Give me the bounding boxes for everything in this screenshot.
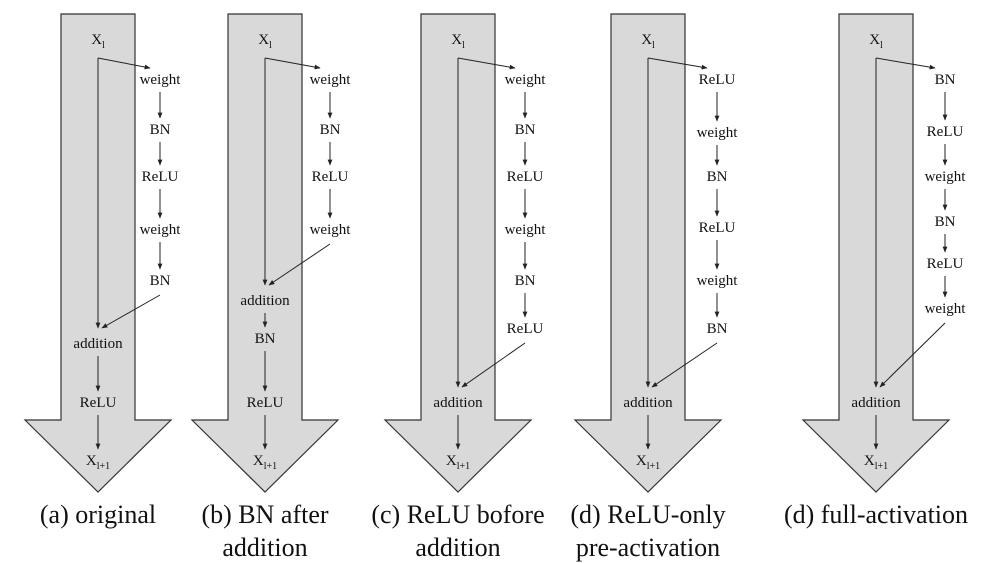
panel-e: XlBNReLUweightBNReLUweightadditionXl+1(d… bbox=[784, 13, 968, 529]
output-label: Xl+1 bbox=[636, 453, 660, 472]
output-label: Xl+1 bbox=[86, 453, 110, 472]
input-label-subscript: l bbox=[102, 40, 105, 51]
trunk-node-1: addition bbox=[73, 336, 123, 352]
branch-entry-arrow bbox=[264, 57, 321, 70]
branch-node-3: ReLU bbox=[507, 169, 544, 185]
input-label-subscript: l bbox=[462, 40, 465, 51]
input-label: Xl bbox=[258, 32, 272, 51]
branch-node-2: BN bbox=[150, 122, 171, 138]
trunk-node-1: addition bbox=[240, 293, 290, 309]
output-label-main: X bbox=[253, 453, 264, 469]
branch-node-2: ReLU bbox=[927, 124, 964, 140]
branch-merge-arrow bbox=[101, 294, 161, 329]
output-label-subscript: l+1 bbox=[647, 461, 660, 472]
branch-node-2: weight bbox=[697, 125, 739, 141]
branch-entry-arrow bbox=[647, 57, 708, 70]
input-label-subscript: l bbox=[652, 40, 655, 51]
branch-entry-arrow bbox=[875, 57, 936, 70]
branch-node-6: ReLU bbox=[507, 321, 544, 337]
output-label-main: X bbox=[636, 453, 647, 469]
branch-node-4: weight bbox=[310, 222, 352, 238]
branch-node-4: ReLU bbox=[699, 220, 736, 236]
branch-merge-arrow bbox=[879, 322, 946, 388]
branch-node-6: weight bbox=[925, 301, 967, 317]
caption-line-2: addition bbox=[222, 533, 307, 562]
output-label-main: X bbox=[446, 453, 457, 469]
caption-line-1: (d) ReLU-only bbox=[570, 500, 725, 529]
input-label-main: X bbox=[91, 32, 102, 48]
branch-node-1: weight bbox=[505, 72, 547, 88]
branch-node-1: ReLU bbox=[699, 72, 736, 88]
caption-line-1: (a) original bbox=[40, 500, 156, 529]
output-label-subscript: l+1 bbox=[264, 461, 277, 472]
branch-node-2: BN bbox=[515, 122, 536, 138]
output-label-subscript: l+1 bbox=[875, 461, 888, 472]
branch-node-6: BN bbox=[707, 321, 728, 337]
branch-node-3: BN bbox=[707, 169, 728, 185]
panel-d: XlReLUweightBNReLUweightBNadditionXl+1(d… bbox=[570, 13, 739, 562]
trunk-node-1: addition bbox=[623, 395, 673, 411]
input-label: Xl bbox=[451, 32, 465, 51]
input-label-main: X bbox=[641, 32, 652, 48]
branch-entry-arrow bbox=[457, 57, 516, 70]
input-label: Xl bbox=[869, 32, 883, 51]
output-label-main: X bbox=[86, 453, 97, 469]
branch-node-5: BN bbox=[150, 273, 171, 289]
output-label-main: X bbox=[864, 453, 875, 469]
output-label: Xl+1 bbox=[864, 453, 888, 472]
branch-node-1: weight bbox=[140, 72, 182, 88]
caption-line-1: (d) full-activation bbox=[784, 500, 968, 529]
input-label-subscript: l bbox=[880, 40, 883, 51]
branch-entry-arrow bbox=[97, 57, 151, 70]
output-label-subscript: l+1 bbox=[457, 461, 470, 472]
output-label-subscript: l+1 bbox=[97, 461, 110, 472]
branch-node-3: ReLU bbox=[312, 169, 349, 185]
branch-node-4: weight bbox=[505, 222, 547, 238]
branch-merge-arrow bbox=[461, 342, 526, 388]
caption-line-2: pre-activation bbox=[576, 533, 720, 562]
panel-c: XlweightBNReLUweightBNReLUadditionXl+1(c… bbox=[371, 13, 547, 562]
branch-node-2: BN bbox=[320, 122, 341, 138]
trunk-node-1: addition bbox=[433, 395, 483, 411]
branch-node-4: weight bbox=[140, 222, 182, 238]
input-label: Xl bbox=[641, 32, 655, 51]
branch-merge-arrow bbox=[268, 243, 331, 286]
panel-a: XlweightBNReLUweightBNadditionReLUXl+1(a… bbox=[23, 13, 182, 529]
input-label-subscript: l bbox=[269, 40, 272, 51]
panel-b: XlweightBNReLUweightadditionBNReLUXl+1(b… bbox=[190, 13, 352, 562]
branch-node-1: BN bbox=[935, 72, 956, 88]
branch-node-5: weight bbox=[697, 273, 739, 289]
branch-node-5: ReLU bbox=[927, 256, 964, 272]
branch-node-1: weight bbox=[310, 72, 352, 88]
branch-node-3: weight bbox=[925, 169, 967, 185]
branch-node-3: ReLU bbox=[142, 169, 179, 185]
input-label: Xl bbox=[91, 32, 105, 51]
branch-node-4: BN bbox=[935, 214, 956, 230]
input-label-main: X bbox=[258, 32, 269, 48]
branch-merge-arrow bbox=[651, 342, 718, 388]
trunk-node-2: ReLU bbox=[80, 395, 117, 411]
trunk-node-1: addition bbox=[851, 395, 901, 411]
output-label: Xl+1 bbox=[446, 453, 470, 472]
caption-line-1: (c) ReLU bofore bbox=[371, 500, 544, 529]
input-label-main: X bbox=[869, 32, 880, 48]
caption-line-2: addition bbox=[415, 533, 500, 562]
caption-line-1: (b) BN after bbox=[201, 500, 328, 529]
input-label-main: X bbox=[451, 32, 462, 48]
branch-node-5: BN bbox=[515, 273, 536, 289]
trunk-node-3: ReLU bbox=[247, 395, 284, 411]
output-label: Xl+1 bbox=[253, 453, 277, 472]
trunk-node-2: BN bbox=[255, 331, 276, 347]
